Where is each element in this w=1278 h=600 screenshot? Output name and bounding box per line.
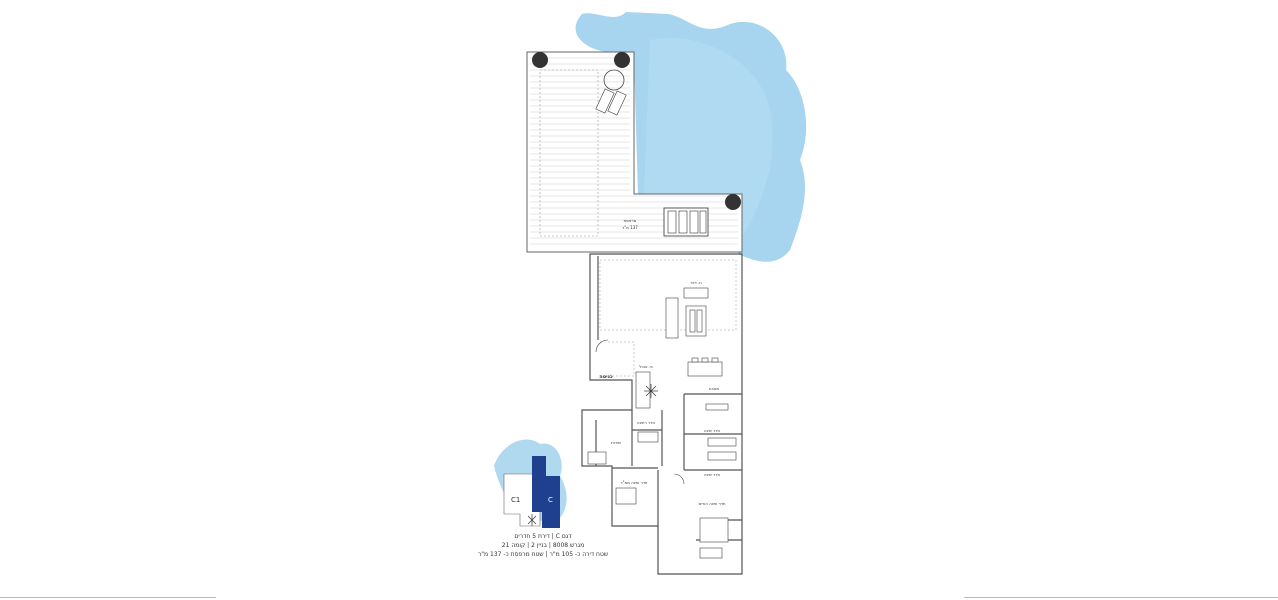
- entrance-label: כניסה: [599, 374, 613, 380]
- coffee-table-icon: [685, 305, 707, 337]
- sofa-icon: [665, 297, 679, 339]
- washer-icon: [587, 451, 607, 465]
- armchair-icon: [683, 287, 709, 299]
- plant-icon: [725, 194, 741, 210]
- key-plan-label-c1: C1: [511, 496, 520, 504]
- terrace-area: 137 מ"ר: [622, 225, 638, 230]
- kitchen-island-icon: [687, 361, 723, 377]
- living-room-label: ח. דיור: [690, 280, 702, 285]
- umbrella-icon: [603, 69, 625, 91]
- terrace: מרפסת 137 מ"ר: [526, 51, 743, 253]
- bedroom-2-label: חדר שינה: [704, 472, 721, 477]
- bed-icon: [699, 517, 729, 543]
- furniture: [587, 287, 737, 559]
- watercolor-blob: [575, 12, 807, 262]
- master-bedroom-label: חדר שינה הורים: [698, 501, 725, 506]
- door-arc: [673, 473, 685, 485]
- key-plan: C1 C: [494, 439, 567, 528]
- bedroom-1-label: חדר שינה: [704, 428, 721, 433]
- mamad-label: חדר שינה ממ"ד: [621, 480, 648, 485]
- plant-icon: [532, 52, 548, 68]
- laundry-label: שירות: [611, 440, 621, 445]
- compass-icon: [644, 384, 658, 398]
- plant-icon: [614, 52, 630, 68]
- caption-line-2: מגרש 8008 | בניין 2 | קומה 21: [501, 542, 585, 549]
- bathtub-icon: [637, 431, 659, 443]
- desk-icon: [705, 403, 729, 411]
- interior-dashes: [599, 259, 737, 377]
- caption-line-1: דגם C | דירת 5 חדרים: [514, 533, 572, 540]
- key-plan-compass-icon: [527, 514, 537, 526]
- bottom-left-rule: [0, 597, 216, 598]
- sink-icon: [699, 547, 723, 559]
- key-plan-label-c: C: [548, 496, 553, 504]
- bottom-right-rule: [964, 597, 1278, 598]
- dining-table-icon: [663, 207, 709, 237]
- kitchen-label: מטבח: [709, 386, 720, 391]
- bed-icon: [707, 451, 737, 461]
- bed-icon: [615, 487, 637, 505]
- dining-label: פ. אוכל: [639, 364, 653, 369]
- entrance-door-arc: [595, 339, 609, 353]
- bathroom-label: חדר רחצה: [637, 420, 656, 425]
- bed-icon: [707, 437, 737, 447]
- dining-table-icon: [635, 371, 651, 409]
- terrace-label: מרפסת: [624, 218, 637, 223]
- caption-line-3: שטח דירה כ- 105 מ"ר | שטח מרפסת כ- 137 מ…: [477, 551, 609, 558]
